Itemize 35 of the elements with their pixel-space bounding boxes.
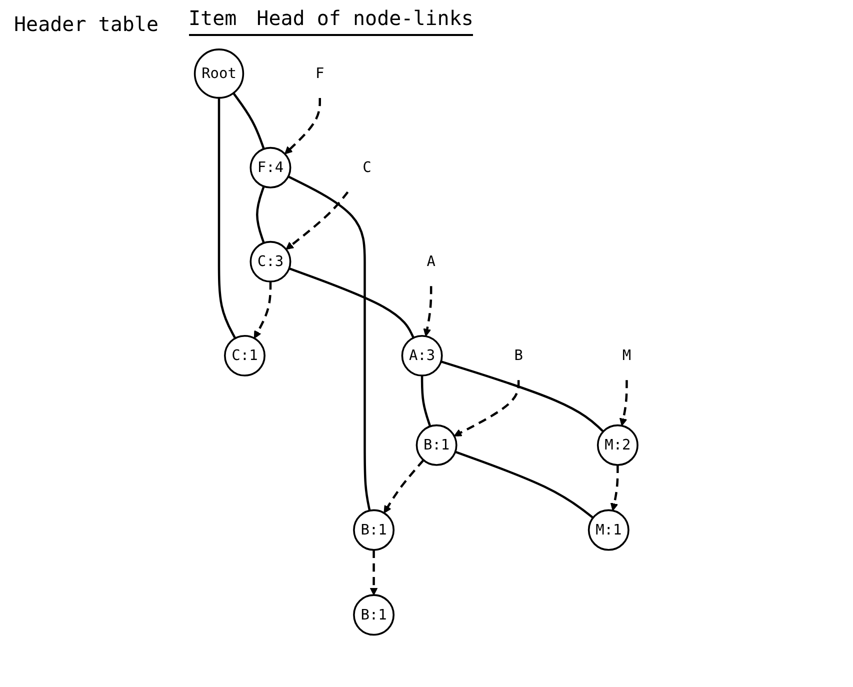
column-header: Item xyxy=(188,6,237,30)
node-circle: A:3 xyxy=(401,334,443,376)
arrow xyxy=(284,98,321,154)
node-text: C xyxy=(362,158,372,176)
node-circle: B:1 xyxy=(353,509,395,551)
arrow xyxy=(610,464,619,511)
connector xyxy=(232,92,265,150)
arrow xyxy=(454,380,520,436)
connector xyxy=(288,176,371,511)
arrow xyxy=(254,282,272,339)
node-circle: B:1 xyxy=(353,594,395,636)
arrow xyxy=(619,380,628,426)
node-circle: M:1 xyxy=(588,509,630,551)
arrow xyxy=(384,459,424,514)
arrow xyxy=(370,550,378,596)
node-circle: C:3 xyxy=(250,240,292,282)
node-circle: C:1 xyxy=(224,334,266,376)
node-circle: Root xyxy=(194,48,244,99)
node-text: A xyxy=(426,252,436,270)
node-circle: F:4 xyxy=(250,146,292,188)
connector xyxy=(218,98,236,339)
connector xyxy=(420,376,432,427)
connector xyxy=(256,186,265,244)
node-text: M xyxy=(622,346,632,364)
arrow xyxy=(286,191,349,250)
node-circle: M:2 xyxy=(596,424,638,466)
column-header: Head of node-links xyxy=(256,6,474,30)
arrow xyxy=(423,286,432,337)
connector xyxy=(454,450,594,519)
table-title: Header table xyxy=(14,12,158,36)
node-text: F xyxy=(316,64,324,82)
connector xyxy=(440,360,604,432)
node-text: B xyxy=(514,346,523,364)
connector xyxy=(288,267,414,338)
node-circle: B:1 xyxy=(416,424,458,466)
